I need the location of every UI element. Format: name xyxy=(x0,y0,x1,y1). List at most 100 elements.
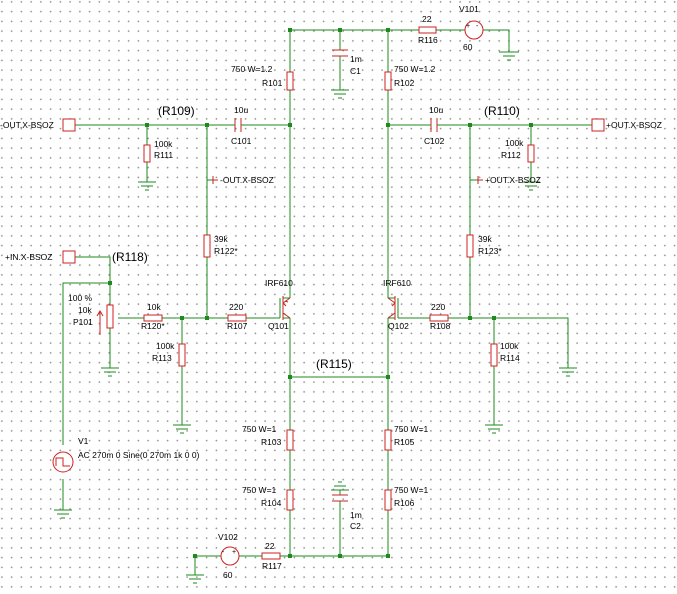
ground-icon xyxy=(173,424,191,434)
q101-ref: Q101 xyxy=(268,321,289,331)
v1-ref: V1 xyxy=(78,436,89,446)
v101-value: 60 xyxy=(463,42,473,52)
v1-desc: AC 270m 0 Sine(0 270m 1k 0 0) xyxy=(78,450,200,460)
r112-body[interactable] xyxy=(527,144,535,163)
r117-value: 22 xyxy=(265,541,275,551)
grounds xyxy=(54,51,577,584)
svg-text:+: + xyxy=(466,23,470,30)
port-in-icon[interactable] xyxy=(62,250,76,264)
r122-value: 39k xyxy=(214,234,228,244)
c102-plates[interactable] xyxy=(430,118,438,132)
r108-body[interactable] xyxy=(429,314,449,322)
r123-value: 39k xyxy=(478,234,492,244)
r102-ref: R102 xyxy=(394,78,415,88)
ground-icon xyxy=(485,424,503,434)
r116-ref: R116 xyxy=(418,35,438,45)
net-label-r118: (R118) xyxy=(112,250,148,264)
svg-text:+: + xyxy=(232,549,236,556)
ground-icon xyxy=(138,181,156,191)
r108-value: 220 xyxy=(431,302,445,312)
r116-value: 22 xyxy=(422,14,432,24)
r111-ref: R111 xyxy=(154,150,173,160)
q102-model: IRF610 xyxy=(383,278,411,288)
ground-icon xyxy=(559,367,577,377)
r102-value: 750 W=1.2 xyxy=(394,64,436,74)
r113-body[interactable] xyxy=(178,343,186,367)
p101-body[interactable] xyxy=(106,304,114,329)
port-out-right-icon[interactable] xyxy=(591,118,605,132)
r104-value: 750 W=1 xyxy=(242,485,277,495)
ground-icon xyxy=(522,181,540,191)
r105-body[interactable] xyxy=(384,429,392,451)
r113-ref: R113 xyxy=(152,353,172,363)
c101-plates[interactable] xyxy=(234,118,242,132)
capacitors xyxy=(232,49,440,512)
r117-ref: R117 xyxy=(262,561,282,571)
port-out-left-icon[interactable] xyxy=(62,118,76,132)
r105-ref: R105 xyxy=(394,437,415,447)
q102-symbol[interactable] xyxy=(387,296,396,320)
r114-body[interactable] xyxy=(490,343,498,367)
r112-value: 100k xyxy=(505,138,524,148)
r103-value: 750 W=1 xyxy=(242,424,277,434)
svg-text:-: - xyxy=(222,549,225,556)
r106-body[interactable] xyxy=(384,489,392,511)
probe-label-left: -OUT.X-BSOZ xyxy=(220,175,274,185)
v102-symbol[interactable] xyxy=(220,546,240,566)
r105-value: 750 W=1 xyxy=(394,424,429,434)
mosfets xyxy=(282,296,396,320)
r103-ref: R103 xyxy=(261,437,282,447)
r103-body[interactable] xyxy=(286,429,294,451)
v101-ref: V101 xyxy=(459,4,479,14)
wires xyxy=(62,29,592,575)
svg-text:-: - xyxy=(476,23,479,30)
probe-right-icon[interactable] xyxy=(477,176,483,184)
r108-ref: R108 xyxy=(430,321,451,331)
c1-plates[interactable] xyxy=(332,49,348,57)
v102-value: 60 xyxy=(223,570,233,580)
ports xyxy=(62,118,605,264)
r123-ref: R123* xyxy=(478,246,502,256)
p101-ref: P101 xyxy=(73,317,93,327)
r107-value: 220 xyxy=(229,302,243,312)
c2-plates[interactable] xyxy=(332,494,348,502)
net-label-r115: (R115) xyxy=(316,357,352,371)
r106-value: 750 W=1 xyxy=(394,485,429,495)
r107-body[interactable] xyxy=(227,314,247,322)
resistors xyxy=(96,26,535,560)
q101-model: IRF610 xyxy=(265,278,293,288)
r111-value: 100k xyxy=(154,139,173,149)
q101-symbol[interactable] xyxy=(282,296,291,320)
r122-body[interactable] xyxy=(203,234,211,258)
probe-label-right: +OUT.X-BSOZ xyxy=(485,175,541,185)
r101-body[interactable] xyxy=(286,71,294,91)
r123-body[interactable] xyxy=(466,234,474,258)
junctions xyxy=(108,28,533,558)
r111-body[interactable] xyxy=(143,144,151,163)
r117-body[interactable] xyxy=(261,552,281,560)
v101-symbol[interactable] xyxy=(464,20,484,40)
c101-ref: C101 xyxy=(231,136,252,146)
c1-ref: C1 xyxy=(350,66,361,76)
r104-body[interactable] xyxy=(286,489,294,511)
r112-ref: R112 xyxy=(501,150,521,160)
probe-left-icon[interactable] xyxy=(212,176,218,184)
r120-ref: R120* xyxy=(141,321,165,331)
r107-ref: R107 xyxy=(227,321,248,331)
r120-value: 10k xyxy=(147,302,161,312)
c2-value: 1m xyxy=(350,510,362,520)
ground-icon xyxy=(331,89,349,99)
r102-body[interactable] xyxy=(384,71,392,91)
p101-wiper xyxy=(96,310,104,335)
r116-body[interactable] xyxy=(418,26,437,34)
ground-icon xyxy=(331,481,349,491)
c101-value: 10u xyxy=(234,105,248,115)
r113-value: 100k xyxy=(156,341,175,351)
ground-icon xyxy=(499,51,519,61)
ground-icon xyxy=(186,574,204,584)
r120-body[interactable] xyxy=(143,314,163,322)
r101-ref: R101 xyxy=(262,78,283,88)
port-label-out-right: +OUT.X-BSOZ xyxy=(606,120,662,130)
